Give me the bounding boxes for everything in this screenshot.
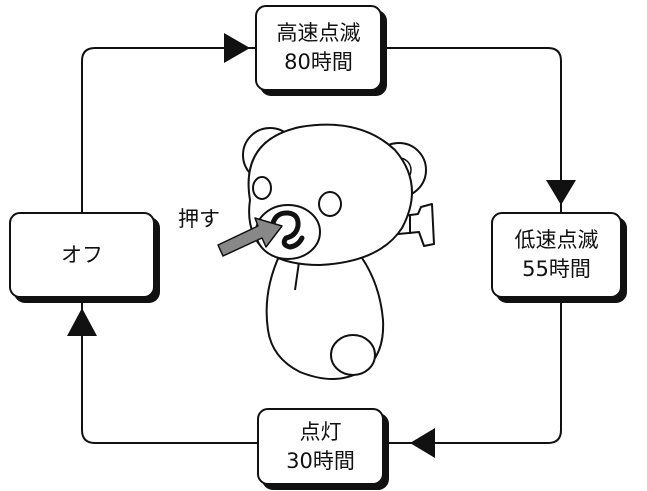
state-high-blink-duration: 80時間: [284, 50, 353, 74]
arrow-to-high-blink: [224, 33, 250, 63]
state-box-steady-on: 点灯 30時間: [257, 408, 384, 485]
state-off-name: オフ: [61, 242, 103, 267]
state-box-off: オフ: [9, 212, 155, 298]
press-label: 押す: [178, 207, 220, 231]
press-arrow-icon: [217, 217, 283, 257]
state-box-high-blink: 高速点滅 80時間: [255, 5, 382, 91]
state-box-low-blink: 低速点滅 55時間: [491, 212, 622, 298]
bear-illustration: [242, 123, 435, 380]
state-steady-on-name: 点灯: [299, 419, 342, 444]
state-low-blink-duration: 55時間: [522, 257, 591, 281]
arrow-to-off: [67, 308, 97, 336]
state-steady-on-duration: 30時間: [286, 448, 355, 473]
arrow-to-steady-on: [410, 428, 435, 458]
state-high-blink-name: 高速点滅: [276, 21, 361, 45]
cycle-loop-line: [81, 47, 562, 444]
state-low-blink-name: 低速点滅: [514, 228, 599, 252]
arrow-to-low-blink: [546, 180, 576, 205]
